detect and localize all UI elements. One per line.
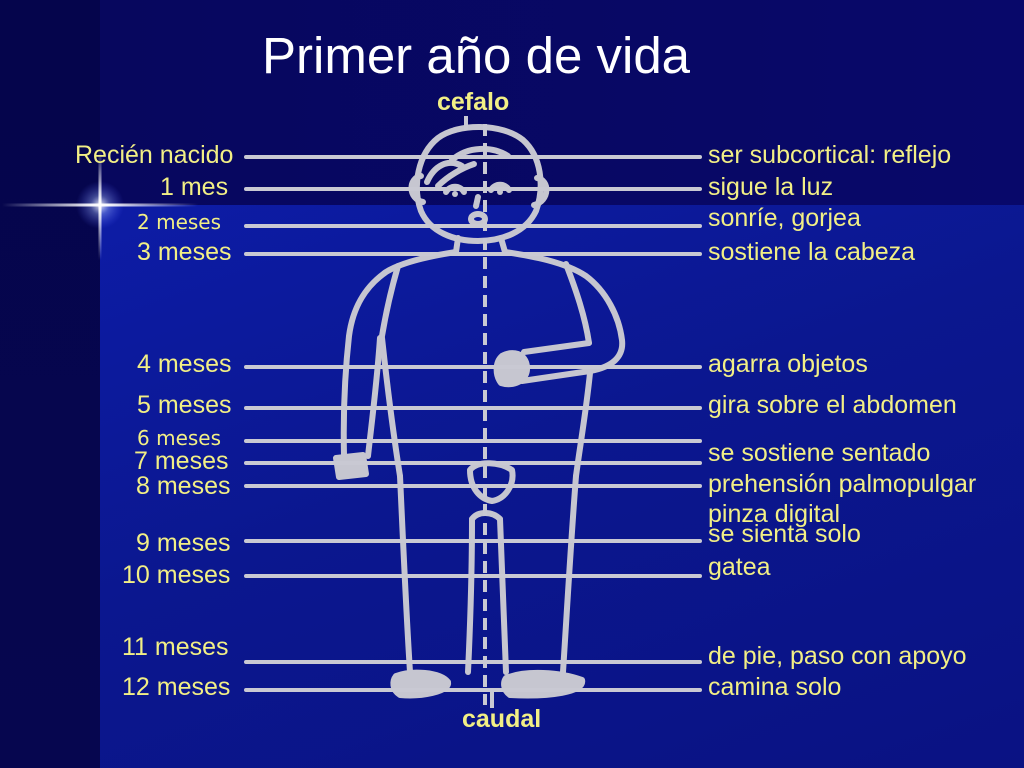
groin-sketch: [467, 460, 516, 504]
left-hand: [333, 452, 369, 480]
right-forearm: [521, 340, 592, 355]
right-arm-outer: [502, 249, 626, 384]
slide-title: Primer año de vida: [262, 27, 691, 84]
milestone-label: gatea: [708, 553, 771, 581]
milestone-label: pinza digital: [708, 500, 841, 528]
left-arm-outer: [340, 249, 459, 458]
milestone-label: agarra objetos: [708, 350, 868, 378]
milestone-label: prehensión palmopulgar: [708, 470, 977, 498]
age-label: 8 meses: [136, 472, 231, 500]
torso-right: [573, 370, 593, 479]
age-label: 10 meses: [122, 561, 231, 589]
age-label: 2 meses: [137, 210, 222, 234]
age-label: 5 meses: [137, 391, 232, 419]
milestone-label: se sostiene sentado: [708, 439, 931, 467]
mouth: [468, 211, 488, 227]
sparkle-icon: [2, 150, 198, 260]
nose: [473, 194, 481, 209]
milestone-label: sostiene la cabeza: [708, 238, 916, 266]
milestone-label: gira sobre el abdomen: [708, 391, 957, 419]
left-arm-inner: [365, 335, 383, 459]
milestone-label: de pie, paso con apoyo: [708, 642, 967, 670]
milestone-label: sonríe, gorjea: [708, 204, 861, 232]
right-sleeve-seam: [563, 261, 592, 346]
child-figure: [333, 124, 626, 699]
age-label: 6 meses: [137, 426, 222, 450]
age-label: Recién nacido: [75, 141, 234, 169]
right-foot: [501, 669, 586, 699]
age-label: 9 meses: [136, 529, 231, 557]
hair-stroke: [424, 159, 465, 185]
milestone-label: se sienta solo: [708, 520, 861, 548]
age-label: 7 meses: [134, 447, 229, 475]
age-label: 11 meses: [122, 633, 229, 661]
milestone-label: camina solo: [708, 673, 842, 701]
age-label: 4 meses: [137, 350, 232, 378]
left-pupil: [452, 191, 458, 197]
background-left-strip: [0, 0, 100, 768]
milestone-label: ser subcortical: reflejo: [708, 141, 952, 169]
milestone-label: sigue la luz: [708, 173, 834, 201]
axis-bottom-label: caudal: [462, 705, 542, 733]
axis-top-label: cefalo: [437, 88, 510, 116]
milestone-lines: [244, 155, 702, 692]
left-sleeve-seam: [379, 263, 401, 339]
left-foot: [390, 669, 451, 699]
hair-stroke: [435, 161, 477, 189]
background-top-band: [100, 0, 1024, 205]
age-label: 3 meses: [137, 238, 232, 266]
sparkle-vertical-ray: [98, 150, 102, 260]
age-label: 12 meses: [122, 673, 231, 701]
age-label: 1 mes: [160, 173, 229, 201]
